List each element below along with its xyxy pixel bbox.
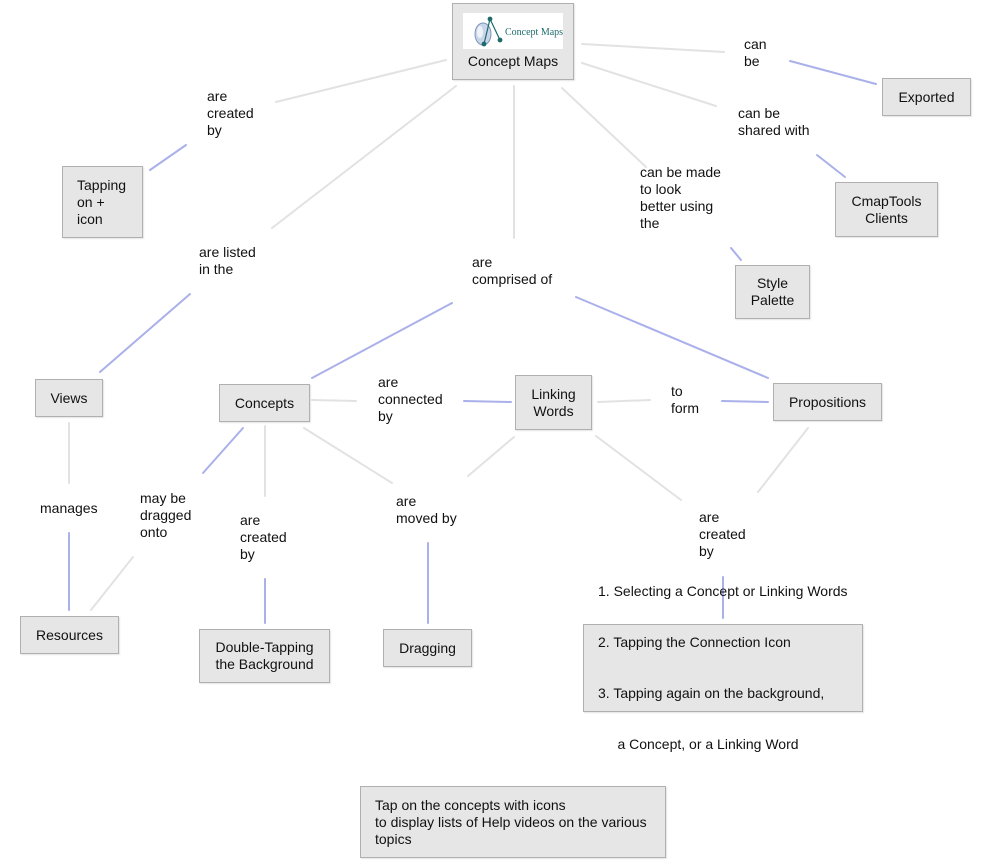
propositions-node[interactable]: Propositions [773,383,882,421]
link-line [816,154,846,178]
concepts-node[interactable]: Concepts [219,384,310,422]
link-line [275,59,447,103]
label-are-listed-in-the: are listed in the [199,244,256,277]
link-line [581,62,717,107]
link-line [597,399,651,403]
style-palette-node[interactable]: Style Palette [735,265,810,319]
steps-list: 1. Selecting a Concept or Linking Words … [598,549,848,787]
link-line [149,144,187,171]
double-tapping-node[interactable]: Double-Tapping the Background [199,629,330,683]
label-are-moved-by: are moved by [396,493,457,526]
label-manages: manages [40,500,98,516]
link-line [757,427,809,493]
views-node[interactable]: Views [35,379,103,417]
label-are-connected-by: are connected by [378,374,443,424]
link-line [789,60,877,85]
link-line [311,399,357,402]
steps-node[interactable]: 1. Selecting a Concept or Linking Words … [583,583,863,752]
logo-text: Concept Maps [505,27,563,38]
link-line [202,427,244,474]
link-line [595,435,682,501]
label-are-created-by-top: are created by [207,88,254,138]
label-to-form: to form [671,383,699,416]
cmaptools-clients-node[interactable]: CmapTools Clients [835,182,938,237]
link-line [303,427,393,484]
link-line [730,247,742,261]
tapping-on-icon-node[interactable]: Tapping on + icon [62,166,143,238]
link-line [311,302,453,379]
dragging-node[interactable]: Dragging [383,629,472,667]
concept-maps-node[interactable]: Concept Maps Concept Maps [452,3,574,80]
link-line [561,87,647,168]
link-line [467,436,515,477]
label-may-be-dragged-onto: may be dragged onto [140,490,192,540]
link-line [90,556,134,611]
step-item: 3. Tapping again on the background, [598,685,825,701]
concept-maps-label: Concept Maps [467,53,559,69]
help-note-node[interactable]: Tap on the concepts with icons to displa… [360,786,666,858]
link-line [271,85,457,229]
link-line [581,43,725,53]
linking-words-node[interactable]: Linking Words [515,375,592,430]
link-line [99,293,191,373]
label-are-created-by-propositions: are created by [699,509,746,559]
label-are-comprised-of: are comprised of [472,254,553,287]
label-can-be: can be [744,36,767,69]
link-line [721,400,769,403]
step-item: 1. Selecting a Concept or Linking Words [598,583,848,599]
concept-maps-logo-icon: Concept Maps [463,13,563,49]
step-item: 2. Tapping the Connection Icon [598,634,791,650]
step-item: a Concept, or a Linking Word [598,736,799,752]
label-can-be-made-better: can be made to look better using the [640,164,721,231]
label-are-created-by-concepts: are created by [240,512,287,562]
label-can-be-shared-with: can be shared with [738,105,810,138]
exported-node[interactable]: Exported [882,78,971,116]
link-line [463,400,512,403]
resources-node[interactable]: Resources [20,616,119,654]
